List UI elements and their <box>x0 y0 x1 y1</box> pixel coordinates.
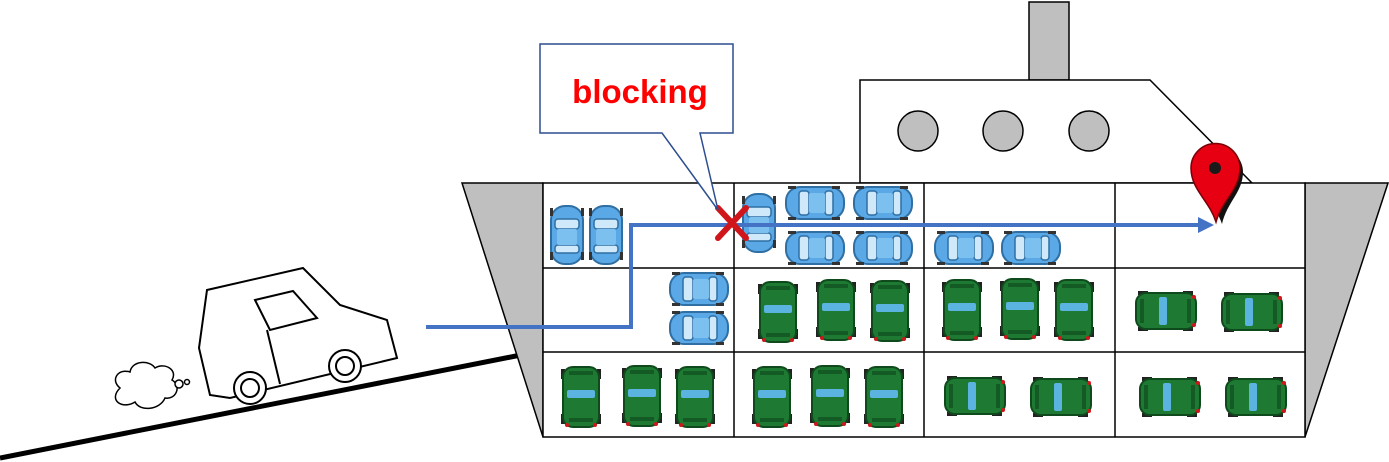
green-car-icon <box>1221 291 1283 333</box>
boarding-ramp <box>0 347 547 461</box>
blue-car-icon <box>588 205 624 265</box>
hull-left-side <box>460 182 544 438</box>
blue-car-icon <box>669 310 729 346</box>
route-line <box>426 223 1200 329</box>
green-car-icon <box>560 366 602 428</box>
exhaust-cloud-icon <box>114 361 191 410</box>
green-car-icon <box>1135 290 1197 332</box>
porthole-3 <box>1068 110 1110 152</box>
blocking-callout: blocking <box>539 43 734 211</box>
green-car-icon <box>941 279 983 341</box>
car-outline-icon <box>197 266 399 405</box>
porthole-1 <box>897 110 939 152</box>
green-car-icon <box>999 278 1041 340</box>
blocking-label: blocking <box>572 73 708 110</box>
blue-car-icon <box>853 185 913 221</box>
hull-right-side <box>1304 182 1389 438</box>
green-car-icon <box>621 365 663 427</box>
deck-cell-r3c1 <box>560 365 716 428</box>
ship-funnel <box>1028 1 1070 81</box>
blue-car-icon <box>785 230 845 266</box>
deck-cell-r3c2 <box>751 365 905 428</box>
green-car-icon <box>751 366 793 428</box>
blue-car-icon <box>1001 230 1061 266</box>
green-car-icon <box>944 375 1006 417</box>
blue-car-icon <box>785 185 845 221</box>
green-car-icon <box>1053 279 1095 341</box>
blue-car-icon <box>669 271 729 307</box>
deck-cell-r2c2 <box>757 279 911 343</box>
green-car-icon <box>1030 376 1092 418</box>
deck-cell-r2c3 <box>941 278 1095 341</box>
blue-car-icon <box>934 230 994 266</box>
green-car-icon <box>815 279 857 341</box>
green-car-icon <box>757 281 799 343</box>
porthole-2 <box>982 110 1024 152</box>
green-car-icon <box>809 365 851 427</box>
green-car-icon <box>863 366 905 428</box>
route-arrowhead <box>1198 217 1214 233</box>
blue-car-icon <box>853 230 913 266</box>
x-mark-icon <box>715 205 749 241</box>
green-car-icon <box>1225 376 1287 418</box>
green-car-icon <box>869 280 911 342</box>
blue-car-icon <box>549 205 585 265</box>
green-car-icon <box>1139 376 1201 418</box>
green-car-icon <box>674 366 716 428</box>
map-pin-icon <box>1190 142 1243 225</box>
